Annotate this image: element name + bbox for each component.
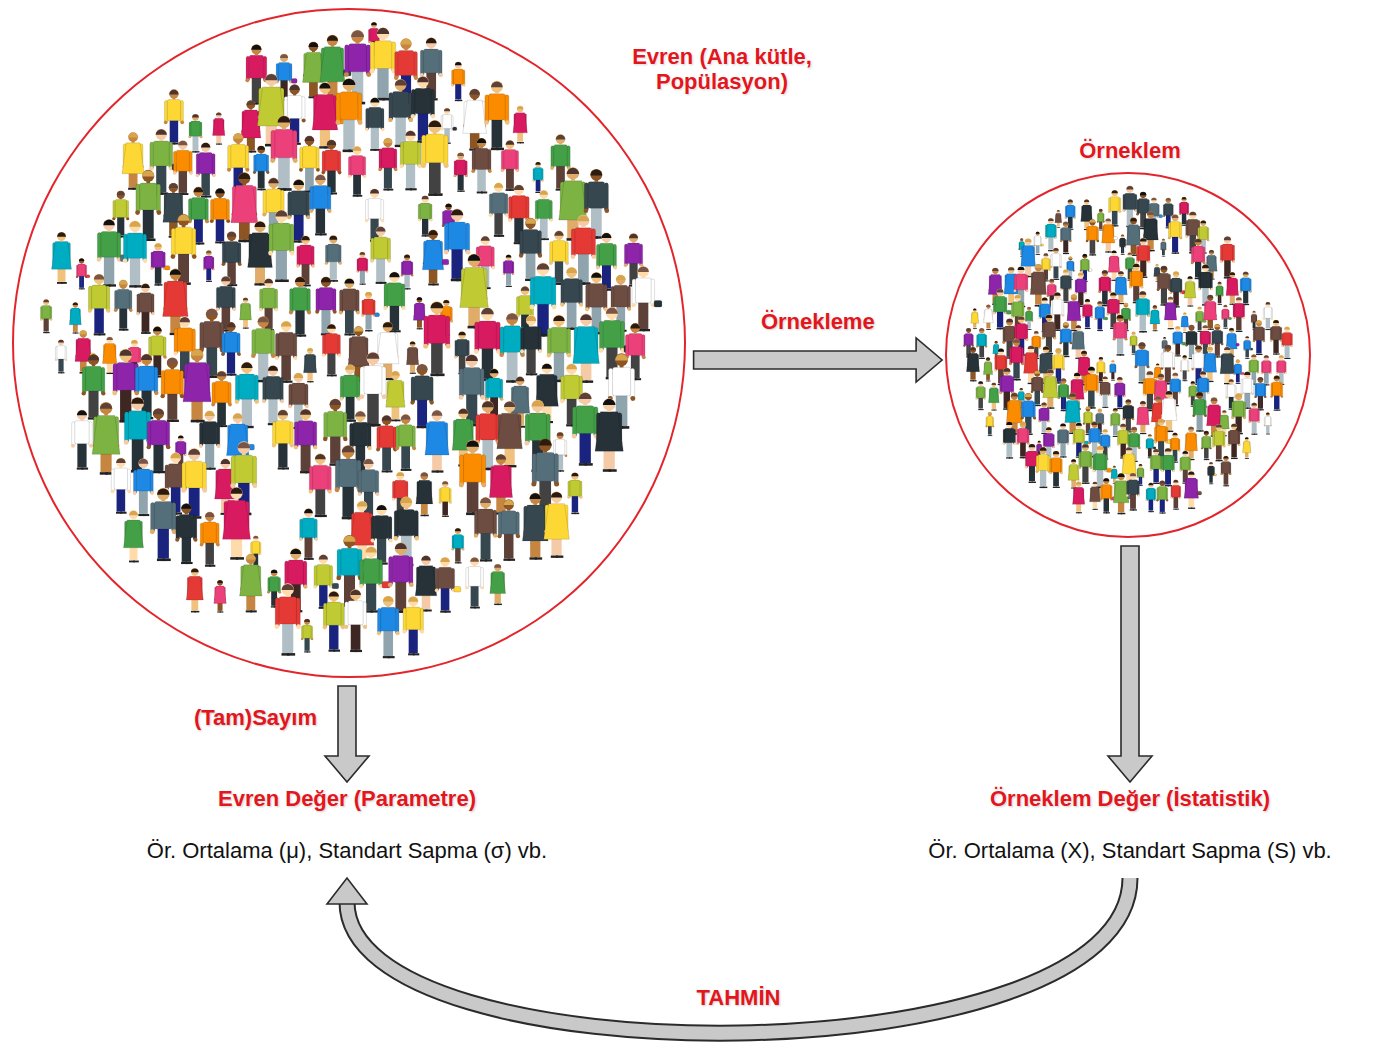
page: {"diagram": { "nodes": [ {"text": ["Evre… (0, 0, 1382, 1050)
